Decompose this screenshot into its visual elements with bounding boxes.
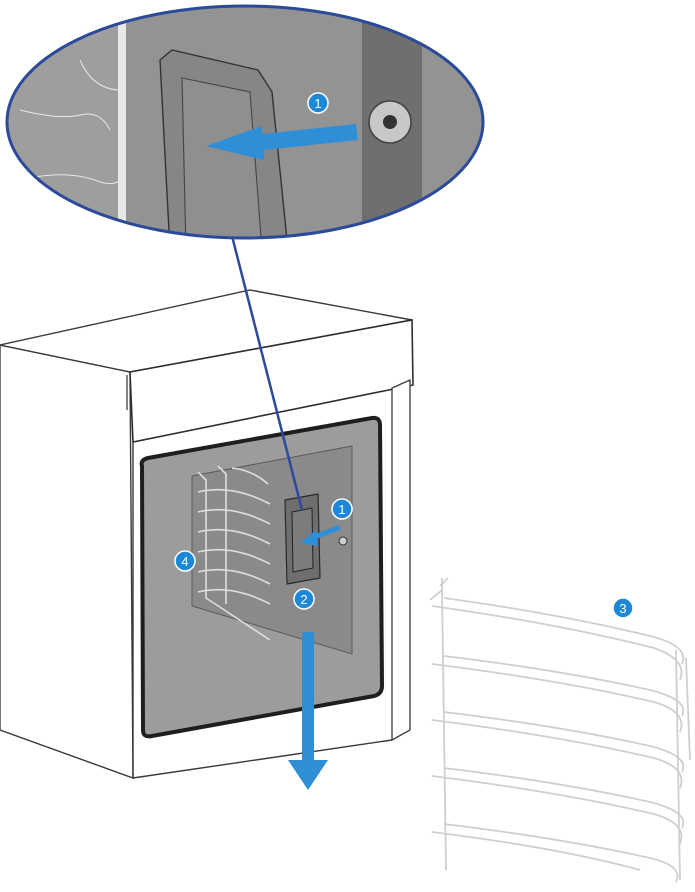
zoom-slide-arrow: [206, 124, 358, 160]
badge-lower-label: 2: [300, 592, 307, 607]
badge-rack-installed-step: 4: [174, 550, 196, 572]
cabinet: [0, 289, 414, 779]
badge-zoom-step: 1: [307, 92, 329, 114]
badge-rack-removed-step: 3: [612, 597, 634, 619]
cabinet-front-frame: [129, 319, 414, 443]
badge-rack-installed-label: 4: [181, 554, 188, 569]
badge-latch-step: 1: [331, 498, 353, 520]
zoom-bubble-outline: [5, 4, 485, 240]
badge-zoom-label: 1: [314, 96, 321, 111]
latch-knob: [338, 536, 348, 546]
removed-rack: [429, 577, 691, 883]
badge-lower-step: 2: [293, 588, 315, 610]
oven-cavity: [139, 415, 385, 739]
cabinet-side-panel: [0, 344, 134, 779]
lower-rack-arrow: [288, 632, 328, 790]
zoom-leader-line: [230, 235, 304, 511]
cabinet-right-post: [391, 378, 411, 742]
badge-latch-label: 1: [338, 502, 345, 517]
zoom-detail: [5, 4, 485, 240]
installed-rack: [197, 465, 271, 641]
badge-rack-removed-label: 3: [619, 601, 626, 616]
